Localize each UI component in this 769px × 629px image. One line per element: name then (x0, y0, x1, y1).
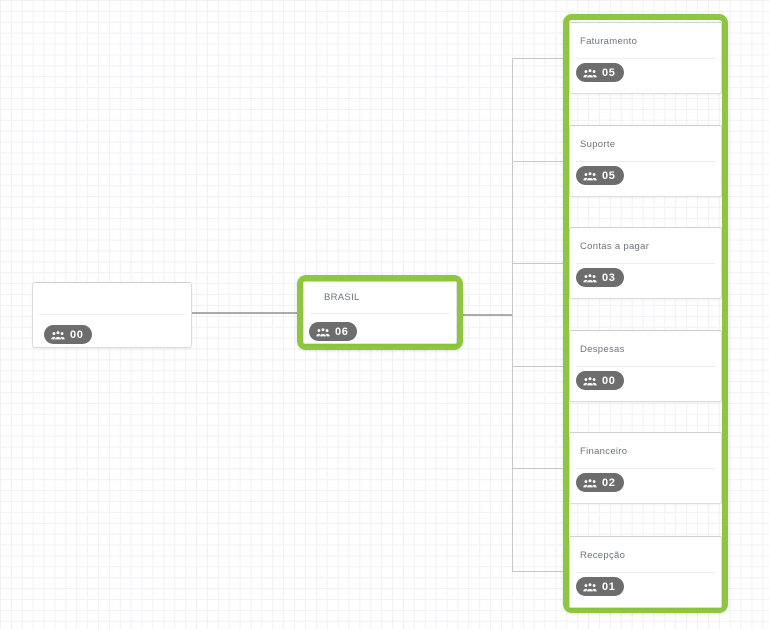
connector-stub-recepcao (512, 571, 563, 572)
child-node-despesas[interactable]: Despesas 00 (569, 330, 722, 402)
child-node-contas-a-pagar[interactable]: Contas a pagar 03 (569, 227, 722, 299)
users-group-icon (316, 327, 330, 337)
connector-stub-financeiro (512, 468, 563, 469)
members-count: 02 (602, 476, 616, 489)
child-node-suporte[interactable]: Suporte 05 (569, 125, 722, 197)
members-badge[interactable]: 05 (576, 63, 625, 82)
members-badge[interactable]: 05 (576, 166, 625, 185)
users-group-icon (583, 273, 597, 283)
users-group-icon (583, 478, 597, 488)
members-count: 03 (602, 271, 616, 284)
node-divider (39, 314, 185, 315)
users-group-icon (583, 171, 597, 181)
members-count: 06 (335, 325, 349, 338)
users-group-icon (51, 330, 65, 340)
connector-stub-contas-a-pagar (512, 263, 563, 264)
child-node-recepcao[interactable]: Recepção 01 (569, 536, 722, 608)
node-divider (576, 58, 715, 59)
node-divider (310, 313, 450, 314)
members-count: 05 (602, 66, 616, 79)
members-badge[interactable]: 00 (576, 371, 625, 390)
node-title: Suporte (580, 139, 616, 150)
child-node-faturamento[interactable]: Faturamento 05 (569, 22, 722, 94)
node-title: Despesas (580, 344, 625, 355)
members-count: 00 (602, 374, 616, 387)
members-badge[interactable]: 00 (44, 325, 93, 344)
members-count: 05 (602, 169, 616, 182)
node-title: BRASIL (324, 292, 360, 303)
node-brasil[interactable]: BRASIL 06 (303, 281, 457, 344)
members-badge[interactable]: 02 (576, 473, 625, 492)
members-badge[interactable]: 06 (309, 322, 358, 341)
node-root[interactable]: 00 (32, 282, 192, 348)
node-divider (576, 366, 715, 367)
node-divider (576, 263, 715, 264)
connector-brasil-trunk (463, 314, 512, 316)
node-brasil-selection-frame: BRASIL 06 (297, 275, 463, 350)
node-title: Financeiro (580, 446, 628, 457)
child-node-financeiro[interactable]: Financeiro 02 (569, 432, 722, 504)
node-divider (576, 572, 715, 573)
members-count: 00 (70, 328, 84, 341)
connector-stub-suporte (512, 161, 563, 162)
connector-trunk (512, 58, 513, 572)
users-group-icon (583, 376, 597, 386)
connector-stub-despesas (512, 366, 563, 367)
connector-stub-faturamento (512, 58, 563, 59)
connector-root-brasil (192, 312, 297, 314)
members-badge[interactable]: 01 (576, 577, 625, 596)
children-group-frame: Faturamento 05 Suporte (563, 14, 728, 613)
members-count: 01 (602, 580, 616, 593)
users-group-icon (583, 582, 597, 592)
node-title: Recepção (580, 550, 626, 561)
members-badge[interactable]: 03 (576, 268, 625, 287)
node-title: Faturamento (580, 36, 638, 47)
node-divider (576, 161, 715, 162)
users-group-icon (583, 68, 597, 78)
node-divider (576, 468, 715, 469)
node-title: Contas a pagar (580, 241, 650, 252)
